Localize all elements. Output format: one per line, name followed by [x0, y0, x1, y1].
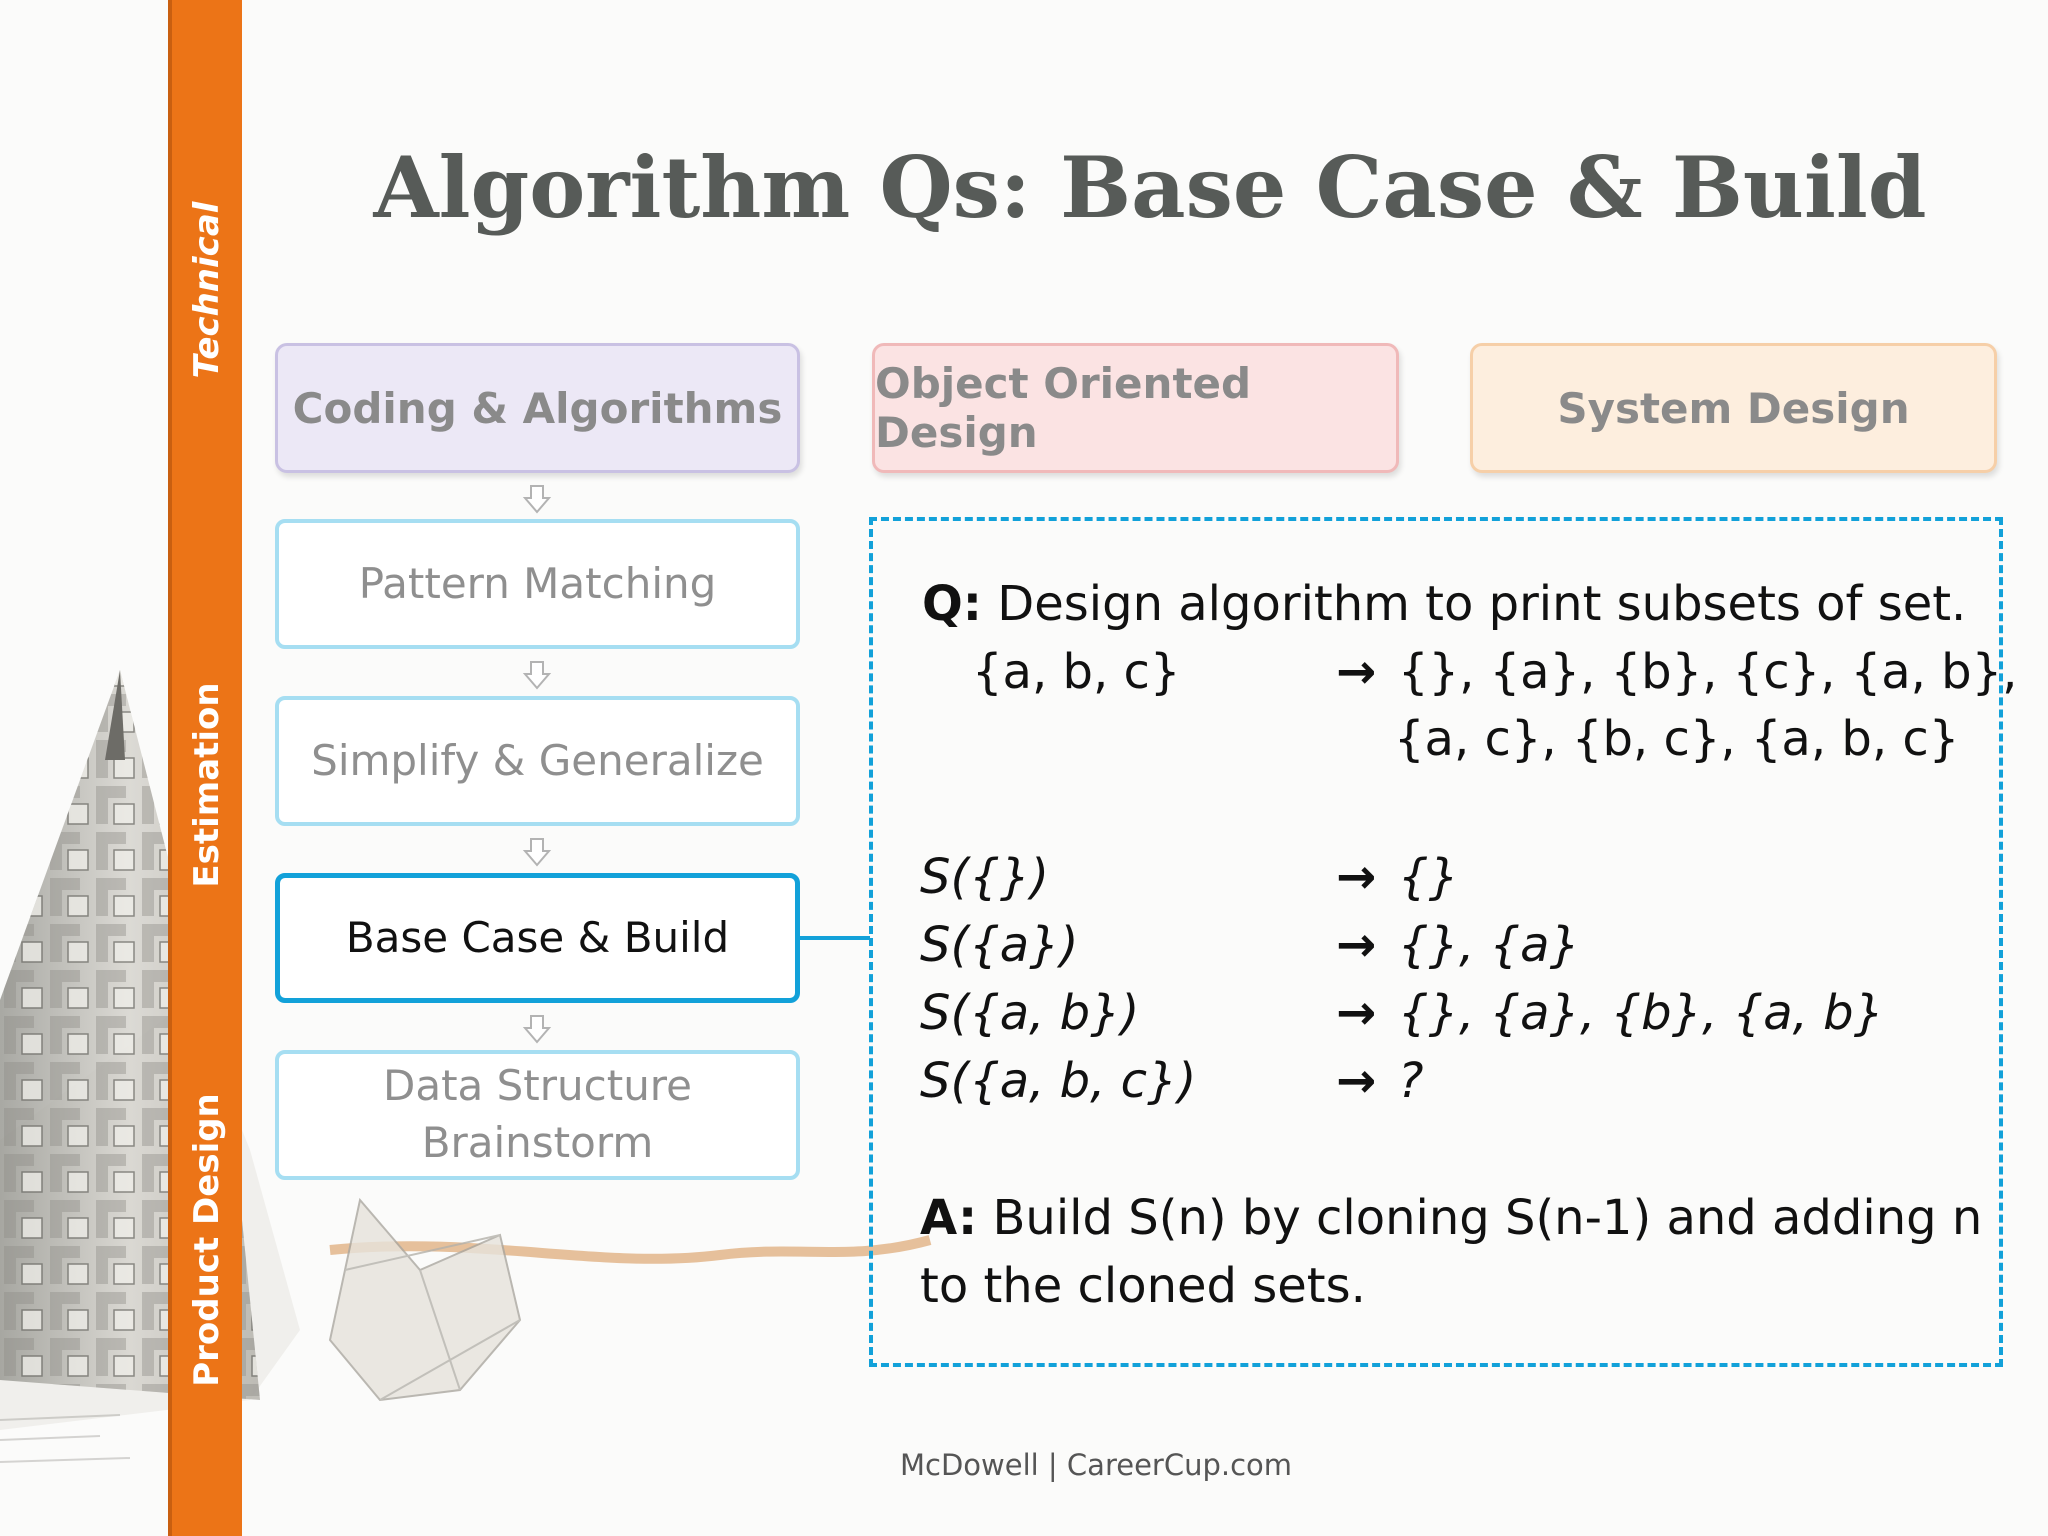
- right-arrow-icon: →: [1336, 849, 1377, 905]
- category-coding-algorithms: Coding & Algorithms: [275, 343, 800, 473]
- right-arrow-icon: →: [1336, 985, 1377, 1041]
- step-pattern-matching: Pattern Matching: [275, 519, 800, 649]
- case-output: ?: [1398, 1053, 1424, 1109]
- down-arrow-icon: [522, 485, 552, 514]
- example-output-line: {}, {a}, {b}, {c}, {a, b},: [1398, 644, 2018, 700]
- step-simplify-generalize: Simplify & Generalize: [275, 696, 800, 826]
- case-input: S({a, b}): [920, 985, 1140, 1041]
- right-arrow-icon: →: [1336, 1053, 1377, 1109]
- down-arrow-icon: [522, 1015, 552, 1044]
- connector-line: [800, 936, 870, 940]
- example-output-line: {a, c}, {b, c}, {a, b, c}: [1394, 711, 1960, 767]
- step-label-line: Data Structure: [382, 1061, 692, 1111]
- question-label: Q:: [922, 576, 982, 632]
- sidebar-label-product-design: Product Design: [187, 1093, 227, 1387]
- case-output: {}, {a}: [1398, 917, 1581, 973]
- answer-label: A:: [920, 1190, 978, 1246]
- sidebar-label-estimation: Estimation: [187, 682, 227, 888]
- step-label-line: Brainstorm: [421, 1118, 654, 1167]
- case-output: {}: [1398, 849, 1460, 905]
- answer-line: A: Build S(n) by cloning S(n-1) and addi…: [920, 1194, 1982, 1242]
- sidebar: Technical Estimation Product Design: [168, 0, 242, 1536]
- case-output: {}, {a}, {b}, {a, b}: [1398, 985, 1885, 1041]
- slide-title: Algorithm Qs: Base Case & Build: [373, 138, 1927, 237]
- case-input: S({a, b, c}): [920, 1053, 1197, 1109]
- sidebar-label-technical: Technical: [187, 201, 227, 379]
- case-input: S({}): [920, 849, 1049, 905]
- footer-credit: McDowell | CareerCup.com: [900, 1448, 1293, 1482]
- answer-text: Build S(n) by cloning S(n-1) and adding …: [977, 1190, 1983, 1246]
- category-object-oriented-design: Object Oriented Design: [872, 343, 1399, 473]
- step-base-case-build: Base Case & Build: [275, 873, 800, 1003]
- question-text: Design algorithm to print subsets of set…: [982, 576, 1967, 632]
- answer-text-continued: to the cloned sets.: [920, 1258, 1366, 1314]
- example-input: {a, b, c}: [972, 644, 1181, 700]
- right-arrow-icon: →: [1336, 644, 1377, 700]
- question-line: Q: Design algorithm to print subsets of …: [922, 580, 1966, 628]
- category-system-design: System Design: [1470, 343, 1997, 473]
- step-data-structure-brainstorm: Data Structure Brainstorm: [275, 1050, 800, 1180]
- right-arrow-icon: →: [1336, 917, 1377, 973]
- down-arrow-icon: [522, 838, 552, 867]
- case-input: S({a}): [920, 917, 1079, 973]
- down-arrow-icon: [522, 661, 552, 690]
- example-panel: [869, 517, 2003, 1367]
